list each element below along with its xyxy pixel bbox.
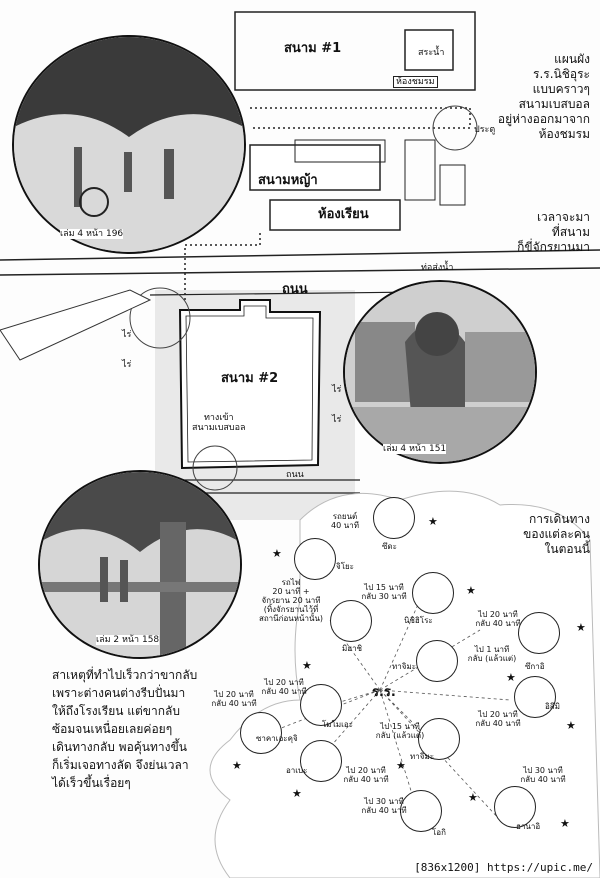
char-face-3 [330,600,372,642]
char-timing-0: รถยนต์ 40 นาที [331,512,359,530]
field1-label: สนาม #1 [284,41,342,56]
char-timing-11: ไป 30 นาที กลับ 40 นาที [361,797,407,815]
char-timing-10: ไป 20 นาที กลับ 40 นาที [343,766,389,784]
char-timing-4: ไป 20 นาที กลับ 40 นาที [475,610,521,628]
star-icon: ★ [272,547,282,560]
road-bottom-label: ถนน [286,470,304,480]
field-mark-1: ไร่ [122,330,132,340]
char-face-10 [300,740,342,782]
gate-label: ประตู [474,125,496,135]
footer-watermark: [836x1200] https://upic.me/ [411,860,596,875]
char-name-6: อิสึมิ [545,702,560,711]
field-mark-2: ไร่ [122,360,132,370]
char-timing-1: รถไฟ 20 นาที + จักรยาน 20 นาที (ทิ้งจักร… [258,578,324,623]
char-name-1: จิโยะ [336,562,354,571]
char-name-2: นิชิฮิโระ [404,616,433,625]
char-name-3: มิฮาชิ [342,644,363,653]
star-icon: ★ [232,759,242,772]
char-face-7 [300,684,342,726]
char-timing-8: ไป 20 นาที กลับ 40 นาที [211,690,257,708]
char-name-0: ซึดะ [382,542,397,551]
story-note: สาเหตุที่ทำไปเร็วกว่าขากลับ เพราะต่างคนต… [52,668,198,790]
walk-note: การเดินทาง ของแต่ละคน ในตอนนี้ [523,512,590,556]
char-timing-6: ไป 20 นาที กลับ 40 นาที [475,710,521,728]
char-name-5: ทาจิมะ [392,662,417,671]
star-icon: ★ [466,584,476,597]
classroom-label: ห้องเรียน [318,207,369,222]
entrance-label: ทางเข้า สนามเบสบอล [192,413,246,433]
star-icon: ★ [576,621,586,634]
char-face-6 [514,676,556,718]
field-mark-4: ไร่ [332,415,342,425]
inset-top [12,35,246,254]
field2-label: สนาม #2 [221,371,279,386]
char-face-12 [494,786,536,828]
pool-label: สระน้ำ [418,48,445,58]
star-icon: ★ [292,787,302,800]
char-timing-9: ไป 15 นาที กลับ (แล้วแต่) [375,722,425,740]
school-center-label: ร.ร. [372,685,396,700]
inset-top-art [14,37,244,252]
star-icon: ★ [560,817,570,830]
star-icon: ★ [428,515,438,528]
drain-label: ท่อส่งน้ำ [421,263,454,273]
inset-left-caption: เล่ม 2 หน้า 158 [96,635,160,645]
inset-right [343,280,537,464]
char-name-8: ซาคาเอะคุจิ [256,734,298,743]
inset-left [38,470,242,659]
star-icon: ★ [302,659,312,672]
char-face-2 [412,572,454,614]
star-icon: ★ [506,671,516,684]
field-mark-3: ไร่ [332,385,342,395]
club-room-label: ห้องชมรม [393,76,438,88]
lawn-label: สนามหญ้า [258,173,318,188]
char-face-0 [373,497,415,539]
char-timing-7: ไป 20 นาที กลับ 40 นาที [261,678,307,696]
char-name-10: อาเบะ [286,766,308,775]
char-name-11: โอกิ [432,828,446,837]
char-name-4: ซึกาอิ [525,662,545,671]
char-timing-5: ไป 1 นาที กลับ (แล้วแต่) [467,645,517,663]
char-face-11 [400,790,442,832]
star-icon: ★ [566,719,576,732]
char-face-1 [294,538,336,580]
char-face-8 [240,712,282,754]
char-name-7: โมโมเอะ [322,720,353,729]
inset-top-caption: เล่ม 4 หน้า 196 [60,229,124,239]
char-face-4 [518,612,560,654]
char-name-12: ฮานาอิ [516,822,541,831]
inset-right-art [345,282,535,462]
star-icon: ★ [468,791,478,804]
char-timing-2: ไป 15 นาที กลับ 30 นาที [361,583,407,601]
road-top-label: ถนน [282,282,308,297]
map-description: แผนผัง ร.ร.นิชิอุระ แบบคราวๆ สนามเบสบอล … [497,52,590,141]
star-icon: ★ [396,759,406,772]
char-timing-12: ไป 30 นาที กลับ 40 นาที [520,766,566,784]
time-note: เวลาจะมา ที่สนาม ก็ขี่จักรยานมา [517,210,590,254]
char-face-9 [418,718,460,760]
char-face-5 [416,640,458,682]
char-name-9: ทาจิมะ [410,752,435,761]
inset-right-caption: เล่ม 4 หน้า 151 [383,444,447,454]
inset-left-art [40,472,240,657]
